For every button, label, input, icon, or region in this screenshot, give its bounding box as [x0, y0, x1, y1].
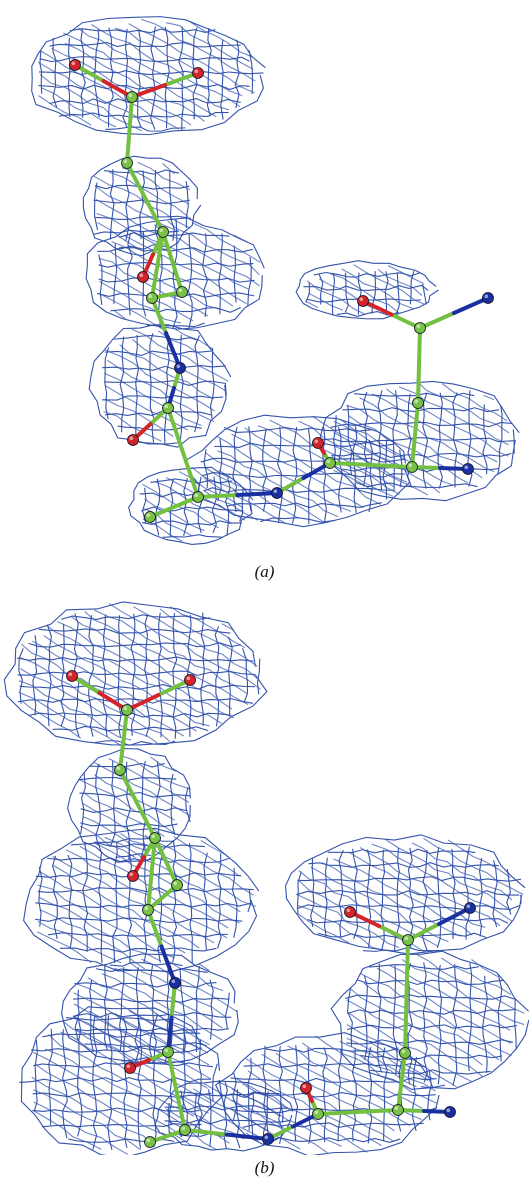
carbon-atom	[121, 704, 133, 716]
bond-stick	[161, 230, 184, 294]
carbon-atom	[162, 402, 174, 414]
oxygen-atom	[137, 271, 149, 283]
carbon-atom	[142, 904, 154, 916]
nitrogen-atom	[464, 902, 476, 914]
bond-stick	[183, 1128, 229, 1137]
oxygen-atom	[192, 67, 204, 79]
carbon-atom	[157, 226, 169, 238]
nitrogen-atom	[271, 487, 283, 499]
bond-stick	[118, 768, 157, 840]
carbon-atom	[179, 1124, 191, 1136]
mesh-blob	[330, 950, 529, 1090]
carbon-atom	[162, 1046, 174, 1058]
bond-stick	[150, 230, 165, 300]
bond-stick	[166, 406, 200, 499]
bond-stick	[328, 461, 414, 469]
oxygen-atom	[312, 437, 324, 449]
nitrogen-atom	[482, 292, 494, 304]
mesh-blob	[82, 155, 202, 257]
bond-stick	[148, 495, 200, 519]
bond-stick	[125, 95, 134, 165]
bond-stick	[164, 331, 182, 370]
mesh-blob	[67, 747, 192, 863]
mesh-blob	[23, 827, 260, 973]
mesh-blob	[214, 1032, 440, 1155]
bond-stick	[146, 883, 179, 912]
density-map-panel-a	[0, 0, 529, 560]
bond-stick	[153, 836, 179, 887]
bond-stick	[418, 311, 456, 330]
oxygen-atom	[184, 674, 196, 686]
carbon-atom	[144, 1136, 156, 1148]
bond-stick	[452, 296, 490, 315]
mesh-blob	[3, 601, 268, 746]
electron-density-mesh-a	[31, 16, 520, 545]
bond-stick	[150, 296, 168, 335]
oxygen-atom	[124, 1062, 136, 1074]
mesh-blob	[31, 16, 266, 136]
carbon-atom	[126, 91, 138, 103]
nitrogen-atom	[174, 362, 186, 374]
bond-stick	[235, 491, 279, 497]
nitrogen-atom	[262, 1133, 274, 1145]
bond-stick	[125, 161, 165, 234]
density-map-panel-b	[0, 590, 529, 1155]
electron-density-mesh-b	[3, 601, 529, 1155]
oxygen-atom	[357, 295, 369, 307]
mesh-blob	[295, 260, 439, 320]
panel-caption-a: (a)	[254, 562, 275, 581]
carbon-atom	[412, 397, 424, 409]
bond-stick	[148, 1128, 187, 1144]
carbon-atom	[171, 879, 183, 891]
bond-stick	[159, 944, 177, 985]
nitrogen-atom	[444, 1106, 456, 1118]
nitrogen-atom	[462, 463, 474, 475]
panel-caption-b: (b)	[254, 1158, 275, 1177]
carbon-atom	[312, 1108, 324, 1120]
bond-stick	[316, 1108, 400, 1116]
bond-stick	[396, 1051, 407, 1112]
bond-stick	[224, 1132, 270, 1141]
bond-stick	[166, 1050, 187, 1132]
mesh-blob	[88, 324, 232, 448]
carbon-atom	[121, 157, 133, 169]
carbon-atom	[392, 1104, 404, 1116]
oxygen-atom	[127, 434, 139, 446]
carbon-atom	[176, 286, 188, 298]
carbon-atom	[149, 832, 161, 844]
nitrogen-atom	[169, 977, 181, 989]
oxygen-atom	[127, 870, 139, 882]
mesh-blob	[61, 953, 239, 1064]
carbon-atom	[414, 322, 426, 334]
carbon-atom	[146, 292, 158, 304]
oxygen-atom	[66, 670, 78, 682]
carbon-atom	[402, 934, 414, 946]
bond-stick	[146, 908, 164, 949]
bond-stick	[416, 326, 422, 405]
bond-stick	[146, 836, 157, 912]
carbon-atom	[114, 764, 126, 776]
carbon-atom	[144, 511, 156, 523]
oxygen-atom	[344, 906, 356, 918]
carbon-atom	[192, 491, 204, 503]
carbon-atom	[399, 1047, 411, 1059]
carbon-atom	[324, 457, 336, 469]
bond-stick	[410, 401, 420, 469]
carbon-atom	[406, 461, 418, 473]
oxygen-atom	[69, 59, 81, 71]
bond-stick	[196, 493, 240, 499]
bond-stick	[118, 708, 129, 772]
bond-stick	[403, 938, 410, 1055]
oxygen-atom	[300, 1082, 312, 1094]
